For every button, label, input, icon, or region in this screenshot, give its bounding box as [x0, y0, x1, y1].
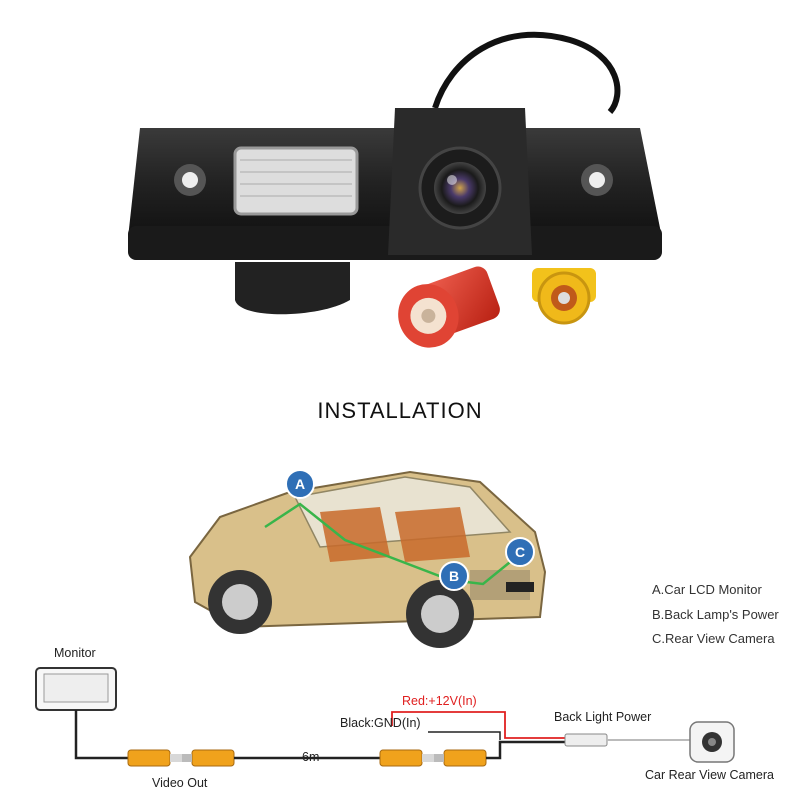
- black-wire-label: Black:GND(In): [340, 716, 421, 730]
- marker-b: B: [439, 561, 469, 591]
- svg-text:C: C: [515, 544, 525, 560]
- red-wire-label: Red:+12V(In): [402, 694, 477, 708]
- video-out-label: Video Out: [152, 776, 208, 790]
- svg-text:B: B: [449, 568, 459, 584]
- rca-connector-pair-right: [379, 749, 487, 767]
- monitor-label: Monitor: [54, 646, 96, 660]
- svg-text:A: A: [295, 476, 305, 492]
- camera-label: Car Rear View Camera: [645, 768, 774, 782]
- car-cutaway-illustration: A B C: [188, 469, 547, 648]
- marker-c: C: [505, 537, 535, 567]
- legend-item-rear-view-camera: C.Rear View Camera: [652, 631, 775, 646]
- back-light-power-label: Back Light Power: [554, 710, 652, 724]
- cable-length-label: 6m: [302, 750, 320, 764]
- wiring-diagram: [35, 667, 735, 767]
- marker-a: A: [285, 469, 315, 499]
- installation-heading: INSTALLATION: [317, 398, 483, 423]
- rca-connector-pair-left: [127, 749, 235, 767]
- power-connector: [564, 733, 608, 747]
- legend-item-monitor: A.Car LCD Monitor: [652, 582, 762, 597]
- legend-item-back-lamp-power: B.Back Lamp's Power: [652, 607, 779, 622]
- rear-camera-product-image: [128, 31, 662, 348]
